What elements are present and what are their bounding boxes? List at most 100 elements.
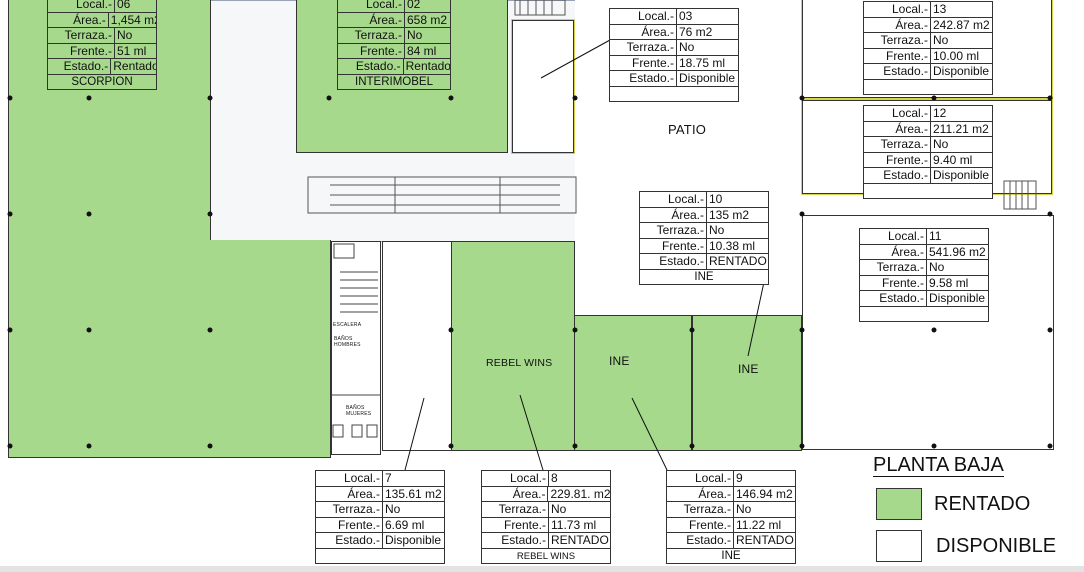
estado-value: Disponible: [679, 71, 736, 85]
local-value: 12: [933, 106, 947, 120]
escalator: [307, 176, 577, 214]
tenant-name: INE: [721, 549, 741, 562]
frente-label: Frente.-: [610, 55, 677, 70]
terraza-label: Terraza.-: [864, 33, 931, 48]
frente-label: Frente.-: [48, 43, 115, 58]
terraza-label: Terraza.-: [610, 40, 677, 55]
unit-09[interactable]: [574, 315, 692, 451]
stairs-right: [1003, 180, 1037, 210]
tenant-name: SCORPION: [71, 75, 133, 88]
frente-label: Frente.-: [316, 517, 383, 532]
area-value: 76 m2: [679, 24, 713, 39]
terraza-value: No: [933, 137, 949, 151]
terraza-label: Terraza.-: [482, 502, 549, 517]
tenant-name: INTERIMOBEL: [355, 75, 433, 88]
terraza-value: No: [933, 33, 949, 47]
area-label: Área.-: [667, 486, 734, 501]
terraza-value: No: [551, 502, 567, 516]
local-value: 7: [385, 471, 392, 485]
columns: [7, 95, 1053, 449]
banos-m-tag: BAÑOS MUJERES: [346, 405, 372, 417]
estado-value: RENTADO: [709, 254, 767, 268]
area-label: Área.-: [864, 17, 931, 32]
local-label: Local.-: [316, 471, 383, 486]
local-value: 10: [709, 192, 723, 206]
frente-value: 10.00 ml: [933, 48, 980, 63]
estado-label: Estado.-: [864, 64, 931, 79]
terraza-value: No: [709, 223, 725, 237]
frente-label: Frente.-: [860, 275, 927, 290]
local-label: Local.-: [48, 0, 115, 12]
estado-value: Disponible: [933, 64, 990, 78]
info-box-10: Local.-10 Área.-135 m2 Terraza.-No Frent…: [639, 191, 769, 285]
bottom-strip: [0, 566, 1084, 572]
local-value: 13: [933, 2, 947, 16]
info-box-9: Local.-9 Área.-146.94 m2 Terraza.-No Fre…: [666, 470, 796, 564]
unit-03[interactable]: [511, 19, 575, 154]
info-box-12: Local.-12 Área.-211.21 m2 Terraza.-No Fr…: [863, 105, 993, 199]
stair-tag: ESCALERA: [333, 322, 362, 328]
estado-label: Estado.-: [338, 59, 404, 74]
info-box-06: Local.-06 Área.-1,454 m2 Terraza.-No Fre…: [47, 0, 157, 90]
unit-07[interactable]: [382, 241, 452, 451]
area-label: Área.-: [316, 486, 383, 501]
frente-value: 18.75 ml: [679, 55, 726, 70]
info-box-02: Local.-02 Área.-658 m2 Terraza.-No Frent…: [337, 0, 451, 90]
area-label: Área.-: [610, 24, 677, 39]
area-label: Área.-: [338, 12, 405, 27]
unit-10[interactable]: [692, 315, 802, 451]
estado-value: Disponible: [933, 168, 990, 182]
estado-value: Rentado: [405, 59, 450, 73]
unit-09-name: INE: [609, 354, 630, 368]
estado-label: Estado.-: [316, 533, 383, 548]
local-label: Local.-: [482, 471, 549, 486]
area-value: 658 m2: [407, 12, 448, 27]
estado-value: Disponible: [385, 533, 442, 547]
legend-title: PLANTA BAJA: [873, 454, 1004, 477]
frente-value: 9.58 ml: [929, 275, 969, 290]
tenant-name-empty: [864, 184, 992, 198]
terraza-label: Terraza.-: [316, 502, 383, 517]
legend-label-available: DISPONIBLE: [936, 535, 1057, 557]
frente-value: 11.73 ml: [551, 517, 597, 532]
estado-label: Estado.-: [482, 533, 549, 548]
info-box-8: Local.-8 Área.-229.81. m2 Terraza.-No Fr…: [481, 470, 611, 564]
leader-lines: [404, 39, 765, 471]
terraza-label: Terraza.-: [640, 223, 707, 238]
tenant-name-empty: [316, 549, 444, 563]
frente-value: 9.40 ml: [933, 152, 973, 167]
tenant-name-empty: [610, 87, 738, 101]
tenant-name-empty: [860, 307, 988, 321]
stairs-top: [514, 0, 566, 16]
frente-value: 51 ml: [117, 43, 147, 58]
frente-label: Frente.-: [640, 238, 707, 253]
tenant-name: REBEL WINS: [516, 550, 576, 562]
unit-08-name: REBEL WINS: [486, 357, 553, 369]
area-value: 135.61 m2: [385, 486, 442, 501]
local-value: 02: [407, 0, 421, 11]
unit-02[interactable]: [296, 0, 508, 153]
service-detail: [331, 243, 381, 438]
area-label: Área.-: [860, 244, 927, 259]
patio-label: PATIO: [668, 122, 707, 137]
frente-value: 6.69 ml: [385, 517, 425, 532]
area-value: 1,454 m2: [110, 12, 156, 27]
terraza-value: No: [407, 28, 423, 42]
estado-value: Rentado: [113, 59, 156, 73]
area-value: 541.96 m2: [929, 244, 986, 259]
terraza-value: No: [736, 502, 752, 516]
estado-label: Estado.-: [610, 71, 677, 86]
terraza-label: Terraza.-: [667, 502, 734, 517]
frente-label: Frente.-: [482, 517, 549, 532]
terraza-value: No: [679, 40, 695, 54]
local-value: 03: [679, 9, 693, 23]
terraza-value: No: [929, 260, 945, 274]
info-box-03: Local.-03 Área.-76 m2 Terraza.-No Frente…: [609, 8, 739, 102]
estado-value: Disponible: [929, 291, 986, 305]
area-value: 229.81. m2: [550, 486, 610, 501]
unit-06-lower[interactable]: [8, 240, 331, 458]
area-label: Área.-: [48, 12, 109, 27]
estado-label: Estado.-: [860, 291, 927, 306]
terraza-label: Terraza.-: [860, 260, 927, 275]
